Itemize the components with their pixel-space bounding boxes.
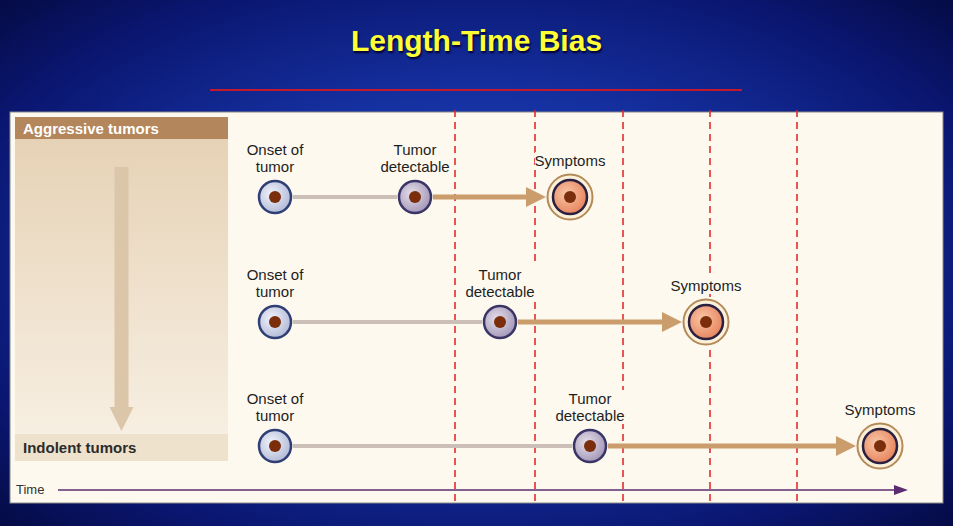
- cell-body: [484, 306, 516, 338]
- stage-label: Onset of tumor: [243, 390, 307, 424]
- content-panel: [10, 112, 943, 503]
- progression-arrow: [115, 167, 129, 407]
- tumor-stage-circle: Onset of tumor: [243, 390, 307, 464]
- cell-body: [259, 430, 291, 462]
- tumor-circle: [856, 422, 904, 470]
- progression-arrow: [608, 444, 836, 449]
- stage-label: Tumor detectable: [461, 266, 539, 300]
- tumor-stage-circle: Tumor detectable: [551, 390, 629, 464]
- stage-label: Onset of tumor: [243, 266, 307, 300]
- progression-arrow: [293, 320, 482, 324]
- band-label: Aggressive tumors: [23, 120, 220, 137]
- cell-nucleus: [584, 440, 596, 452]
- tumor-circle: [572, 428, 608, 464]
- cell-body: [574, 430, 606, 462]
- title-rule: [210, 89, 742, 91]
- stage-label: Tumor detectable: [376, 141, 454, 175]
- progression-arrow: [518, 320, 662, 325]
- cell-nucleus: [494, 316, 506, 328]
- time-axis-head: [894, 485, 908, 495]
- cell-body: [259, 181, 291, 213]
- cell-nucleus: [409, 191, 421, 203]
- tumor-stage-circle: Onset of tumor: [243, 141, 307, 215]
- cell-body: [399, 181, 431, 213]
- tumor-circle: [397, 179, 433, 215]
- progression-arrow: [293, 444, 572, 448]
- cell-nucleus: [564, 191, 576, 203]
- cell-body: [863, 429, 897, 463]
- stage-label: Tumor detectable: [551, 390, 629, 424]
- tumor-circle: [257, 304, 293, 340]
- time-axis: [58, 489, 896, 491]
- tumor-stage-circle: Symptoms: [671, 277, 742, 346]
- stage-label: Symptoms: [845, 401, 916, 418]
- cell-nucleus: [269, 440, 281, 452]
- cell-body: [553, 180, 587, 214]
- cell-nucleus: [269, 316, 281, 328]
- cell-nucleus: [874, 440, 886, 452]
- scale-label-band: Indolent tumors: [15, 434, 228, 461]
- tumor-circle: [482, 304, 518, 340]
- axis-label: Time: [14, 482, 46, 497]
- cell-body: [259, 306, 291, 338]
- symptom-ring: [683, 300, 728, 345]
- stage-label: Symptoms: [671, 277, 742, 294]
- tumor-circle: [257, 428, 293, 464]
- symptom-ring: [857, 424, 902, 469]
- tumor-stage-circle: Onset of tumor: [243, 266, 307, 340]
- tumor-stage-circle: Symptoms: [535, 152, 606, 221]
- tumor-stage-circle: Tumor detectable: [376, 141, 454, 215]
- cell-nucleus: [700, 316, 712, 328]
- tumor-stage-circle: Symptoms: [845, 401, 916, 470]
- scale-column: [15, 139, 228, 435]
- stage-label: Symptoms: [535, 152, 606, 169]
- stage-label: Onset of tumor: [243, 141, 307, 175]
- tumor-stage-circle: Tumor detectable: [461, 266, 539, 340]
- progression-arrow: [293, 195, 397, 199]
- progression-arrow: [433, 195, 526, 200]
- tumor-circle: [682, 298, 730, 346]
- tumor-circle: [257, 179, 293, 215]
- slide-title: Length-Time Bias: [0, 24, 953, 58]
- symptom-ring: [547, 175, 592, 220]
- cell-body: [689, 305, 723, 339]
- cell-nucleus: [269, 191, 281, 203]
- scale-label-band: Aggressive tumors: [15, 117, 228, 139]
- tumor-circle: [546, 173, 594, 221]
- band-label: Indolent tumors: [23, 439, 220, 456]
